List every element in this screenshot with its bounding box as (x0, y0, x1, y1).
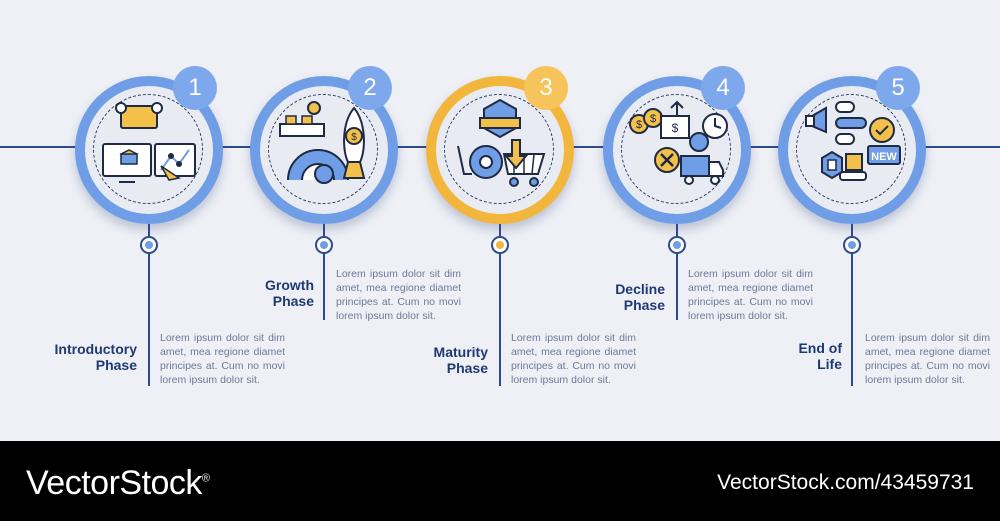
svg-text:$: $ (650, 113, 656, 125)
stage-stem (499, 224, 501, 386)
rocket-growth-icon: $ (279, 101, 366, 184)
svg-text:$: $ (351, 132, 357, 143)
product-design-icon (102, 102, 196, 183)
cost-truck-icon: $ $ $ (629, 100, 728, 185)
stage-number-badge: 1 (173, 66, 217, 110)
watermark-banner (0, 441, 1000, 521)
stage-stem (851, 224, 853, 386)
stage-description: Lorem ipsum dolor sit dim amet, mea regi… (511, 332, 636, 386)
stage-stem (676, 224, 678, 320)
svg-text:$: $ (636, 119, 642, 131)
timeline-node (140, 236, 158, 254)
timeline-node (491, 236, 509, 254)
gear-cart-icon (457, 98, 546, 187)
stage-number-badge: 5 (876, 66, 920, 110)
timeline-node (668, 236, 686, 254)
stage-number-badge: 3 (524, 66, 568, 110)
stage-description: Lorem ipsum dolor sit dim amet, mea regi… (865, 332, 990, 386)
stage-number-badge: 4 (701, 66, 745, 110)
watermark-reference: VectorStock.com/43459731 (717, 471, 974, 494)
new-product-icon: NEW (805, 101, 901, 181)
timeline-node (315, 236, 333, 254)
stage-stem (148, 224, 150, 386)
stage-description: Lorem ipsum dolor sit dim amet, mea regi… (336, 268, 461, 322)
stage-stem (323, 224, 325, 320)
timeline-node (843, 236, 861, 254)
watermark-brand: VectorStock® (26, 464, 210, 502)
stage-description: Lorem ipsum dolor sit dim amet, mea regi… (688, 268, 813, 322)
svg-text:$: $ (672, 121, 679, 135)
stage-description: Lorem ipsum dolor sit dim amet, mea regi… (160, 332, 285, 386)
svg-text:NEW: NEW (871, 151, 897, 163)
stage-number-badge: 2 (348, 66, 392, 110)
